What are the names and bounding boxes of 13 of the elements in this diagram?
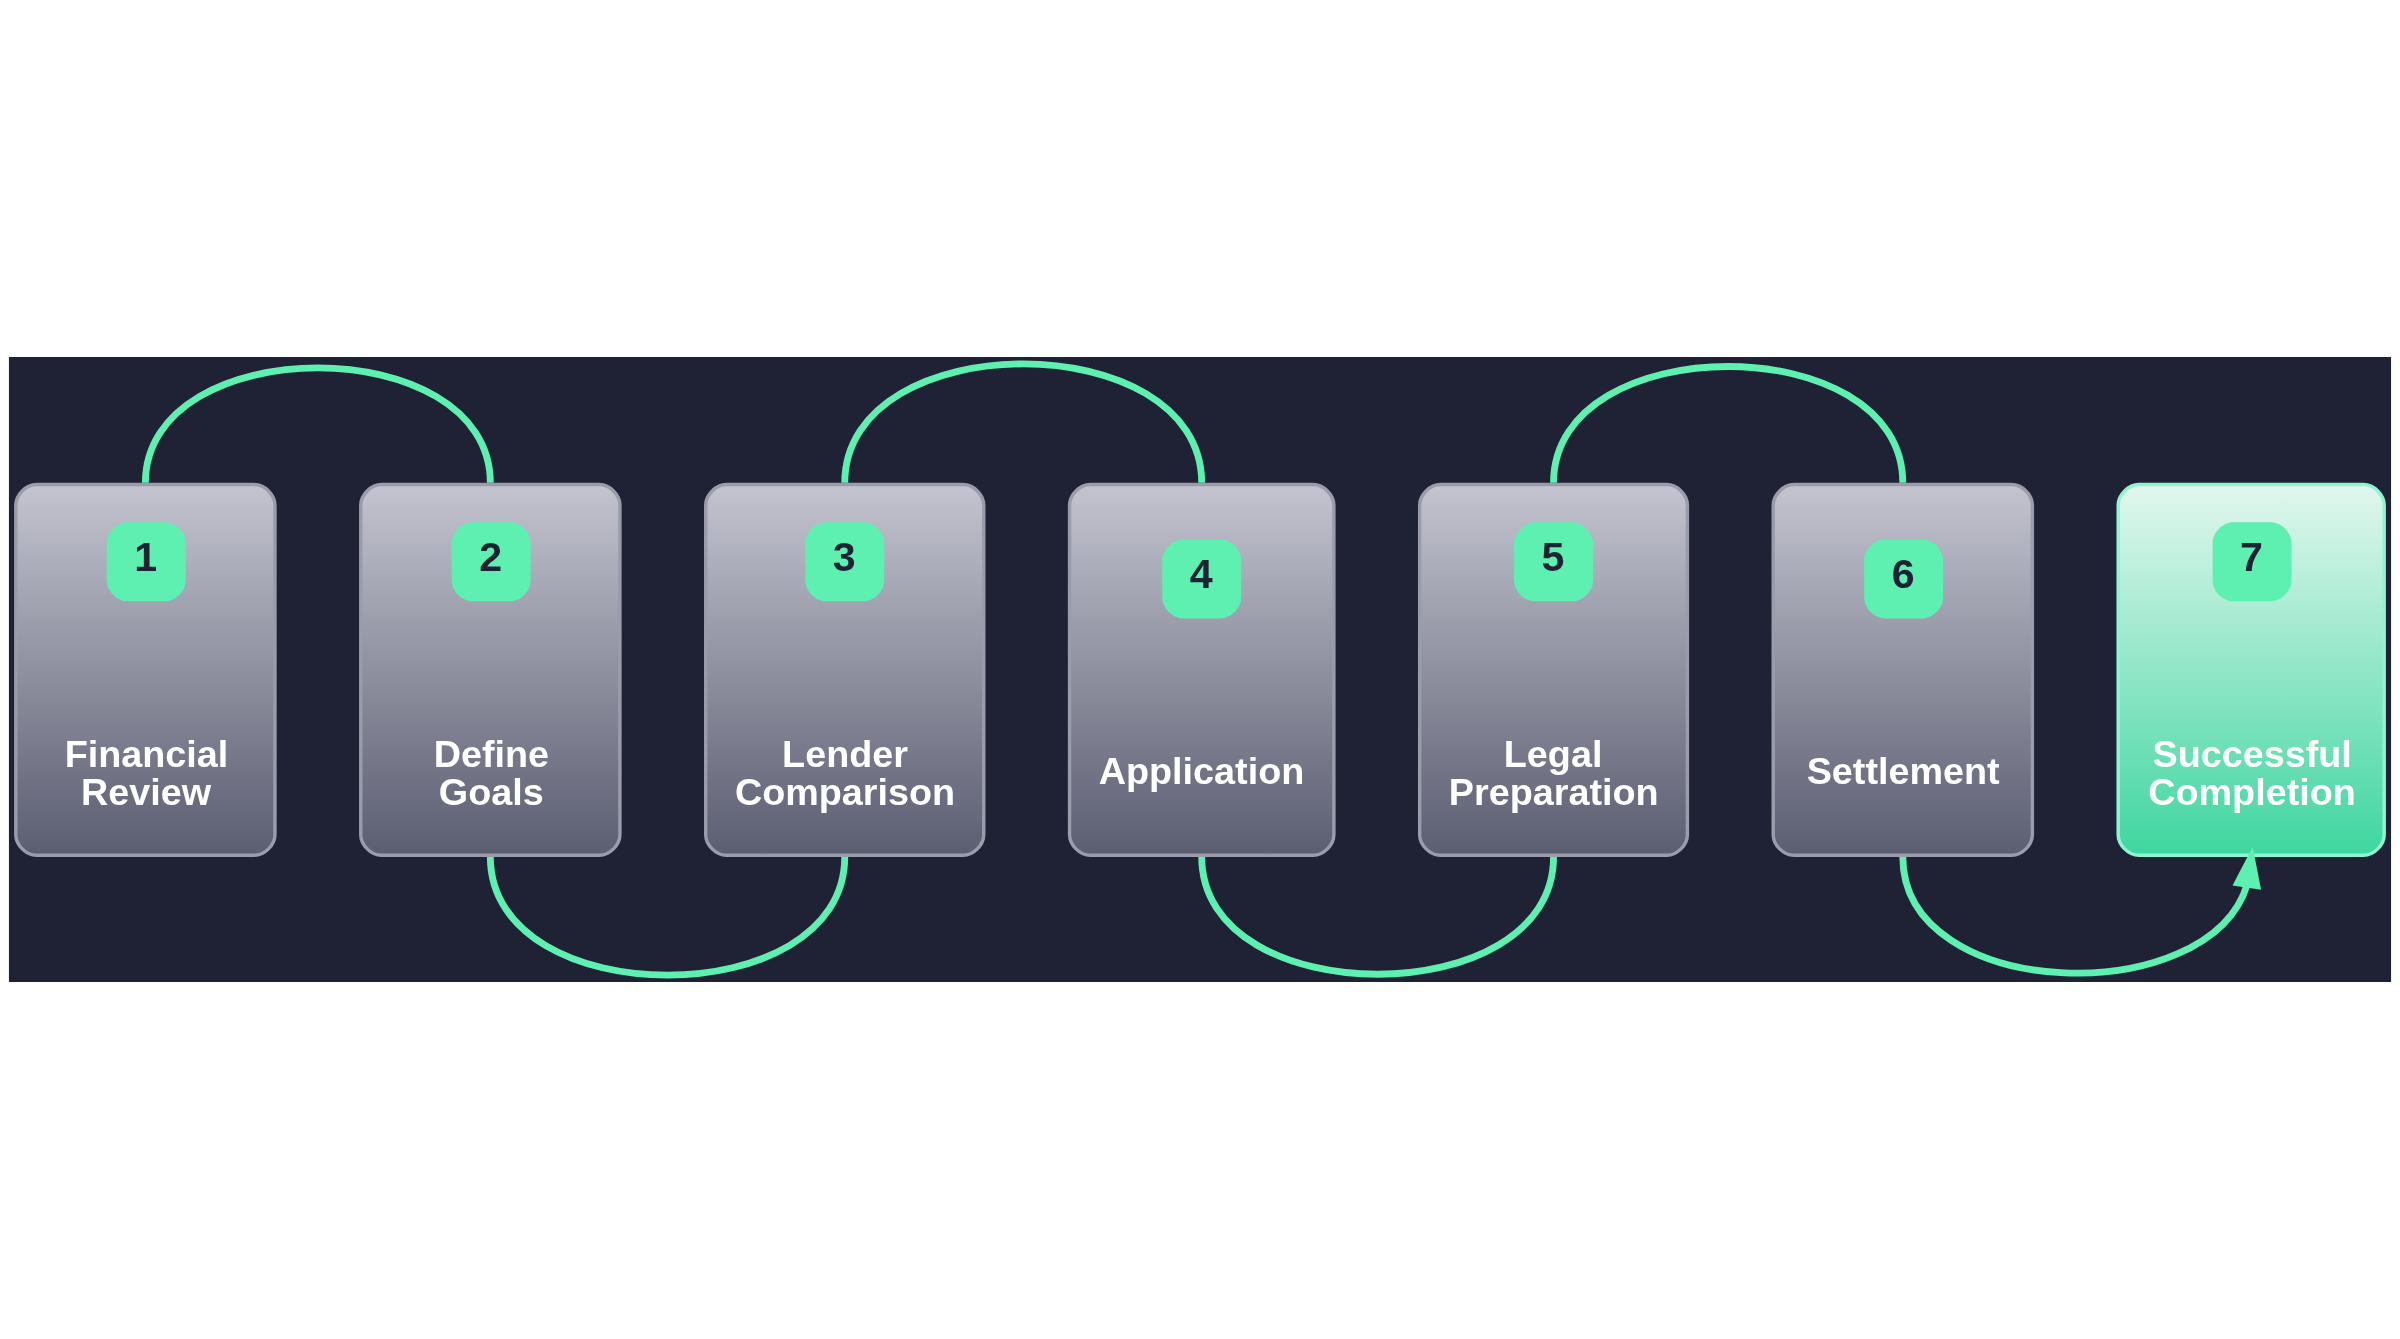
- connector: [1198, 856, 1557, 978]
- node-box: 5 Legal Preparation: [1417, 482, 1690, 857]
- node-box: 4 Application: [1067, 482, 1336, 857]
- arrow: [1899, 846, 2262, 977]
- connector: [841, 360, 1206, 484]
- node-box: 3 Lender Comparison: [704, 482, 986, 857]
- node-box: 7 Successful Completion: [2116, 482, 2386, 857]
- node-box: 2 Define Goals: [359, 482, 622, 857]
- node-box: 1 Financial Review: [14, 482, 277, 857]
- node-box: 6 Settlement: [1771, 482, 2035, 857]
- connector: [486, 856, 849, 979]
- connector: [142, 364, 494, 484]
- connector: [1550, 363, 1907, 484]
